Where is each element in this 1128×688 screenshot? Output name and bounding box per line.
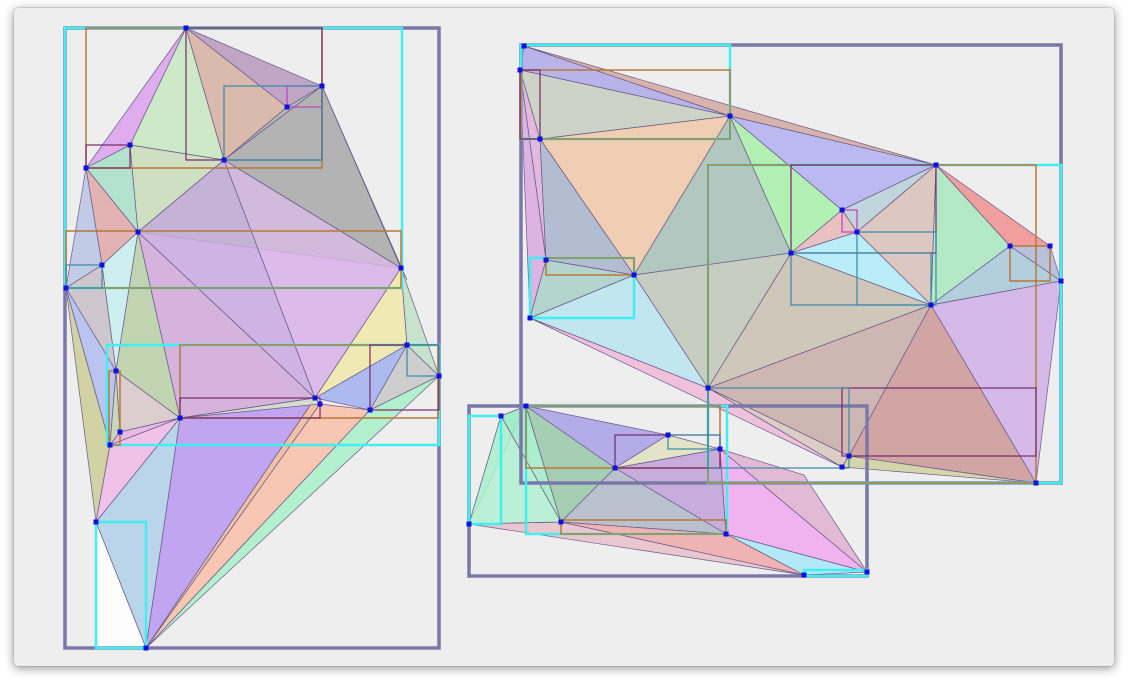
left-group-vertex <box>99 262 105 268</box>
right-group-vertex <box>705 385 711 391</box>
bounding-box <box>856 231 937 306</box>
bottom-group-vertex <box>558 519 564 525</box>
left-group-vertex <box>367 407 373 413</box>
right-group-vertex <box>933 162 939 168</box>
right-group-vertex <box>928 302 934 308</box>
vertices-layer <box>63 25 1064 651</box>
bounding-box <box>223 85 323 161</box>
left-group-vertex <box>183 25 189 31</box>
bottom-group-vertex <box>612 465 618 471</box>
bottom-group-triangle <box>719 448 868 573</box>
left-group-vertex <box>317 401 323 407</box>
bottom-group-vertex <box>665 432 671 438</box>
left-group-vertex <box>436 373 442 379</box>
bounding-box <box>560 519 727 535</box>
left-group-vertex <box>319 83 325 89</box>
left-group-vertex <box>127 142 133 148</box>
left-group-triangle <box>179 397 321 419</box>
right-group-vertex <box>839 464 845 470</box>
right-group-vertex <box>1033 480 1039 486</box>
right-group-vertex <box>1047 243 1053 249</box>
bounding-box <box>841 387 1037 457</box>
right-group-triangle <box>519 69 547 319</box>
left-group-triangle <box>400 267 440 377</box>
right-group-triangle <box>841 455 1037 484</box>
right-group-vertex <box>788 250 794 256</box>
bottom-group-vertex <box>466 521 472 527</box>
right-group-vertex <box>631 272 637 278</box>
bounding-box <box>65 264 103 289</box>
right-group-vertex <box>727 113 733 119</box>
right-group-vertex <box>543 257 549 263</box>
left-group-vertex <box>312 395 318 401</box>
right-group-vertex <box>1058 278 1064 284</box>
right-group-vertex <box>854 229 860 235</box>
bounding-box <box>65 230 402 289</box>
right-group-vertex <box>846 453 852 459</box>
left-group-vertex <box>177 415 183 421</box>
right-group-vertex <box>1007 243 1013 249</box>
bottom-group-vertex <box>523 403 529 409</box>
right-group-vertex <box>521 43 527 49</box>
bounding-box <box>85 144 131 169</box>
left-group-vertex <box>284 104 290 110</box>
left-group-vertex <box>135 229 141 235</box>
left-group-vertex <box>221 157 227 163</box>
bounding-box <box>520 69 731 140</box>
triangles-layer <box>65 27 1062 650</box>
bounding-box <box>707 387 850 469</box>
left-group-vertex <box>117 429 123 435</box>
bounding-box <box>667 434 721 450</box>
bottom-group-vertex <box>723 531 729 537</box>
left-group-vertex <box>107 442 113 448</box>
left-group-vertex <box>93 519 99 525</box>
bounding-box <box>545 257 635 276</box>
right-group-vertex <box>517 67 523 73</box>
bounding-box <box>406 344 440 377</box>
bottom-group-vertex <box>717 446 723 452</box>
bounding-box <box>94 520 148 650</box>
bounding-box <box>467 414 503 526</box>
bottom-group-vertex <box>801 572 807 578</box>
left-group-triangle <box>314 344 408 411</box>
left-group-vertex <box>83 165 89 171</box>
triangulation-diagram <box>63 25 1064 651</box>
left-group-vertex <box>63 285 69 291</box>
bounding-box <box>179 397 321 419</box>
left-group-vertex <box>404 342 410 348</box>
right-group-vertex <box>527 315 533 321</box>
bounding-box <box>1009 245 1051 282</box>
right-group-vertex <box>839 207 845 213</box>
canvas-window <box>14 8 1114 666</box>
bounding-box <box>519 69 541 140</box>
left-group-vertex <box>143 645 149 651</box>
bounding-box <box>841 209 858 233</box>
bottom-group-triangle <box>468 415 562 525</box>
right-group-vertex <box>537 136 543 142</box>
left-group-vertex <box>398 265 404 271</box>
right-group-triangle <box>529 317 843 468</box>
left-group-vertex <box>113 368 119 374</box>
bottom-group-vertex <box>498 413 504 419</box>
bottom-group-vertex <box>864 569 870 575</box>
